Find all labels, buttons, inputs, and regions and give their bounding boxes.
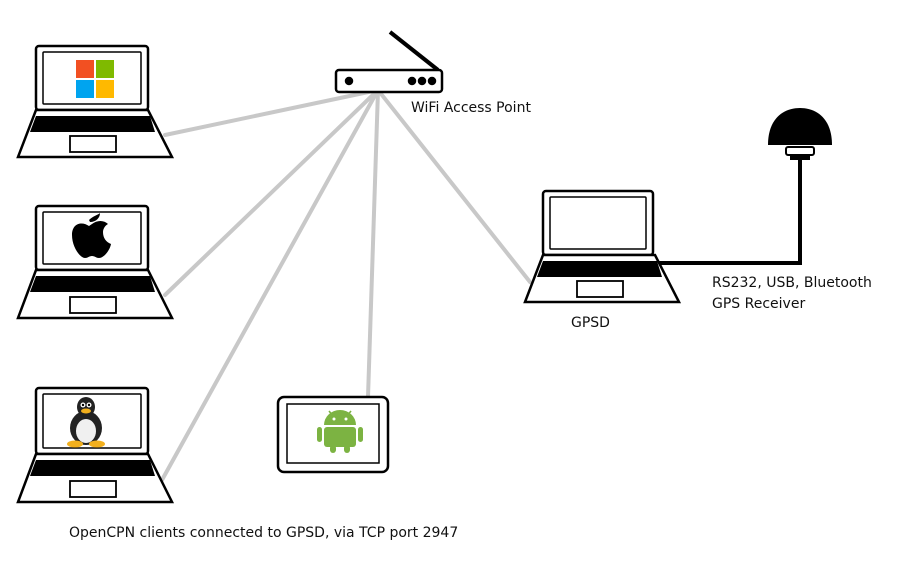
wifi-router-icon [334, 30, 444, 94]
gpsd-label: GPSD [571, 315, 610, 331]
mac-laptop [16, 204, 175, 320]
wifi-link-linux [160, 88, 380, 482]
linux-laptop [16, 386, 175, 504]
apple-logo-icon [72, 213, 111, 258]
diagram-caption: OpenCPN clients connected to GPSD, via T… [69, 525, 458, 541]
gpsd-laptop [523, 189, 682, 304]
wifi-link-mac [163, 88, 380, 297]
access-point-label: WiFi Access Point [411, 100, 531, 116]
gps-receiver-label: GPS Receiver [712, 296, 805, 312]
wifi-link-gpsd [376, 88, 532, 284]
serial-link [655, 160, 802, 265]
connection-types-label: RS232, USB, Bluetooth [712, 275, 872, 291]
android-robot-icon [317, 410, 363, 453]
android-tablet [276, 395, 390, 474]
wifi-link-android [366, 88, 380, 399]
windows-logo-icon [76, 60, 114, 98]
tux-penguin-icon [67, 397, 105, 448]
wifi-links [160, 88, 532, 482]
laptop-icon [523, 189, 682, 304]
windows-laptop [16, 44, 175, 159]
wifi-link-windows [163, 88, 380, 137]
gps-antenna-icon [768, 108, 832, 160]
